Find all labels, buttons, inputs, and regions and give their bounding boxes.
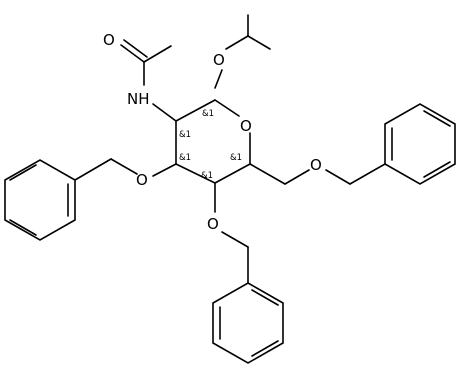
phenyl-ring-right — [384, 103, 456, 185]
atom-labels: O O NH O O O O — [103, 31, 322, 233]
atom-o-carbonyl: O — [103, 31, 115, 49]
stereo-label-c1: &1 — [202, 109, 214, 119]
pyranose-ring — [175, 99, 251, 184]
phenyl-ring-bottom — [212, 282, 284, 364]
glycosidic-oxygen-bonds — [214, 69, 223, 89]
c6-benzyloxy-group — [249, 163, 386, 185]
acetamido-group — [120, 39, 177, 122]
stereo-label-c5: &1 — [230, 153, 242, 163]
atom-o-ring: O — [240, 117, 252, 135]
atom-n-amide: NH — [127, 90, 150, 108]
atom-o-c3: O — [136, 171, 148, 189]
c4-benzyloxy-group — [214, 182, 249, 284]
atom-o-isopropyl: O — [213, 51, 225, 69]
stereo-label-c4: &1 — [201, 171, 213, 181]
phenyl-ring-left — [4, 159, 76, 241]
c3-benzyloxy-group — [74, 158, 177, 181]
stereo-labels: &1 &1 &1 &1 &1 — [179, 109, 242, 181]
isopropyl-group — [225, 14, 271, 50]
stereo-label-c3: &1 — [179, 153, 191, 163]
atom-o-c4: O — [207, 215, 219, 233]
atom-o-c6: O — [310, 156, 322, 174]
stereo-label-c2: &1 — [179, 130, 191, 140]
